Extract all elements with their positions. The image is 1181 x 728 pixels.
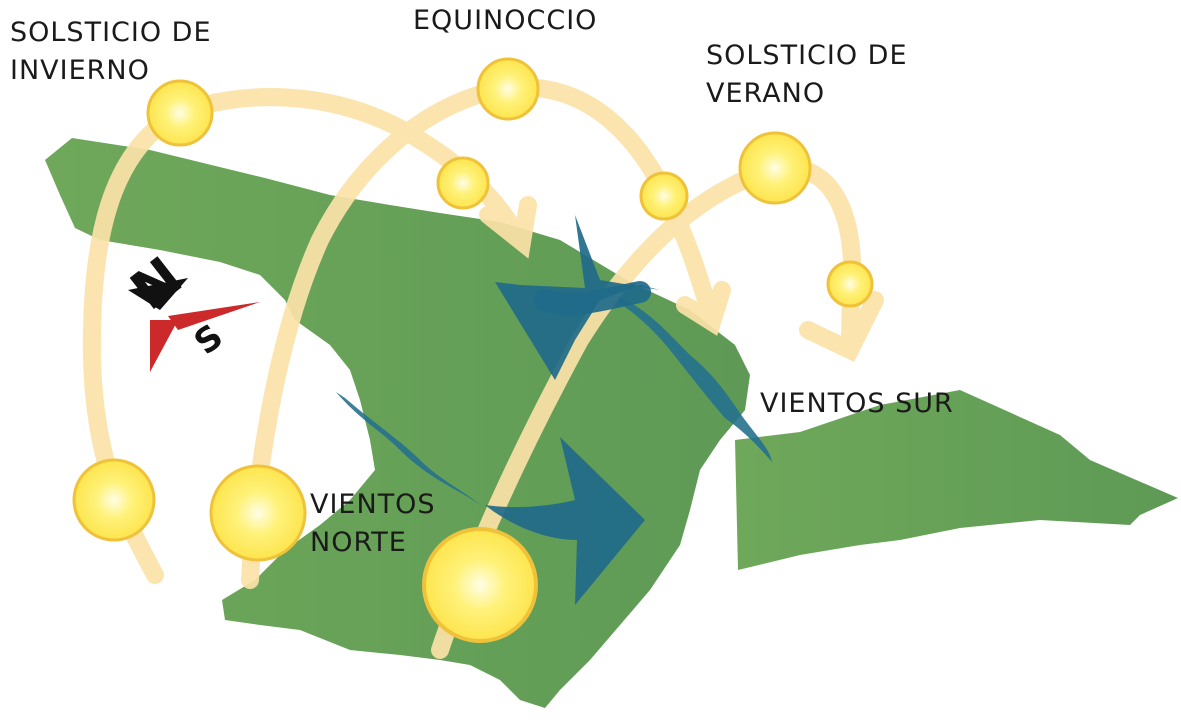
- terrain: [45, 138, 1178, 708]
- wind-arrow-icon-north: [485, 437, 645, 605]
- sun-icon: [639, 171, 689, 221]
- sun-icon: [436, 156, 490, 210]
- sun-icon: [476, 57, 540, 121]
- river-east: [600, 290, 772, 462]
- label-south-winds: VIENTOS SUR: [760, 385, 954, 423]
- compass-needle-east: [168, 302, 260, 330]
- sun-icon: [209, 464, 307, 562]
- label-summer-line2: VERANO: [706, 78, 826, 109]
- label-north-winds: VIENTOS NORTE: [310, 486, 436, 562]
- label-summer-line1: SOLSTICIO DE: [706, 40, 908, 71]
- label-equinox-text: EQUINOCCIO: [413, 5, 598, 36]
- wind-arrow-south-curve: [534, 281, 651, 316]
- label-south-winds-text: VIENTOS SUR: [760, 388, 954, 419]
- compass-needle-south: [150, 320, 178, 372]
- sun-icon: [146, 79, 214, 147]
- arrowhead-winter: [479, 196, 537, 259]
- sun-icon: [72, 458, 156, 542]
- river-icon: [336, 290, 772, 505]
- sun-icon: [738, 131, 812, 205]
- compass-north-label: N: [119, 245, 193, 322]
- label-summer-solstice: SOLSTICIO DE VERANO: [706, 37, 908, 113]
- arrowhead-summer: [799, 291, 884, 362]
- arrowhead-equinox: [676, 281, 731, 336]
- sun-icon: [826, 260, 874, 308]
- sun-icon: [422, 527, 538, 643]
- river: [336, 392, 480, 505]
- label-equinox: EQUINOCCIO: [413, 2, 597, 40]
- terrain-east: [735, 390, 1178, 570]
- label-north-winds-line2: NORTE: [310, 527, 407, 558]
- label-winter-line2: INVIERNO: [10, 55, 150, 86]
- compass-needle-north: [128, 278, 188, 310]
- terrain-main: [45, 138, 750, 708]
- label-winter-solstice: SOLSTICIO DE INVIERNO: [10, 14, 212, 90]
- label-winter-line1: SOLSTICIO DE: [10, 17, 212, 48]
- label-north-winds-line1: VIENTOS: [310, 489, 436, 520]
- suns: [72, 57, 874, 643]
- wind-arrows: [485, 215, 660, 605]
